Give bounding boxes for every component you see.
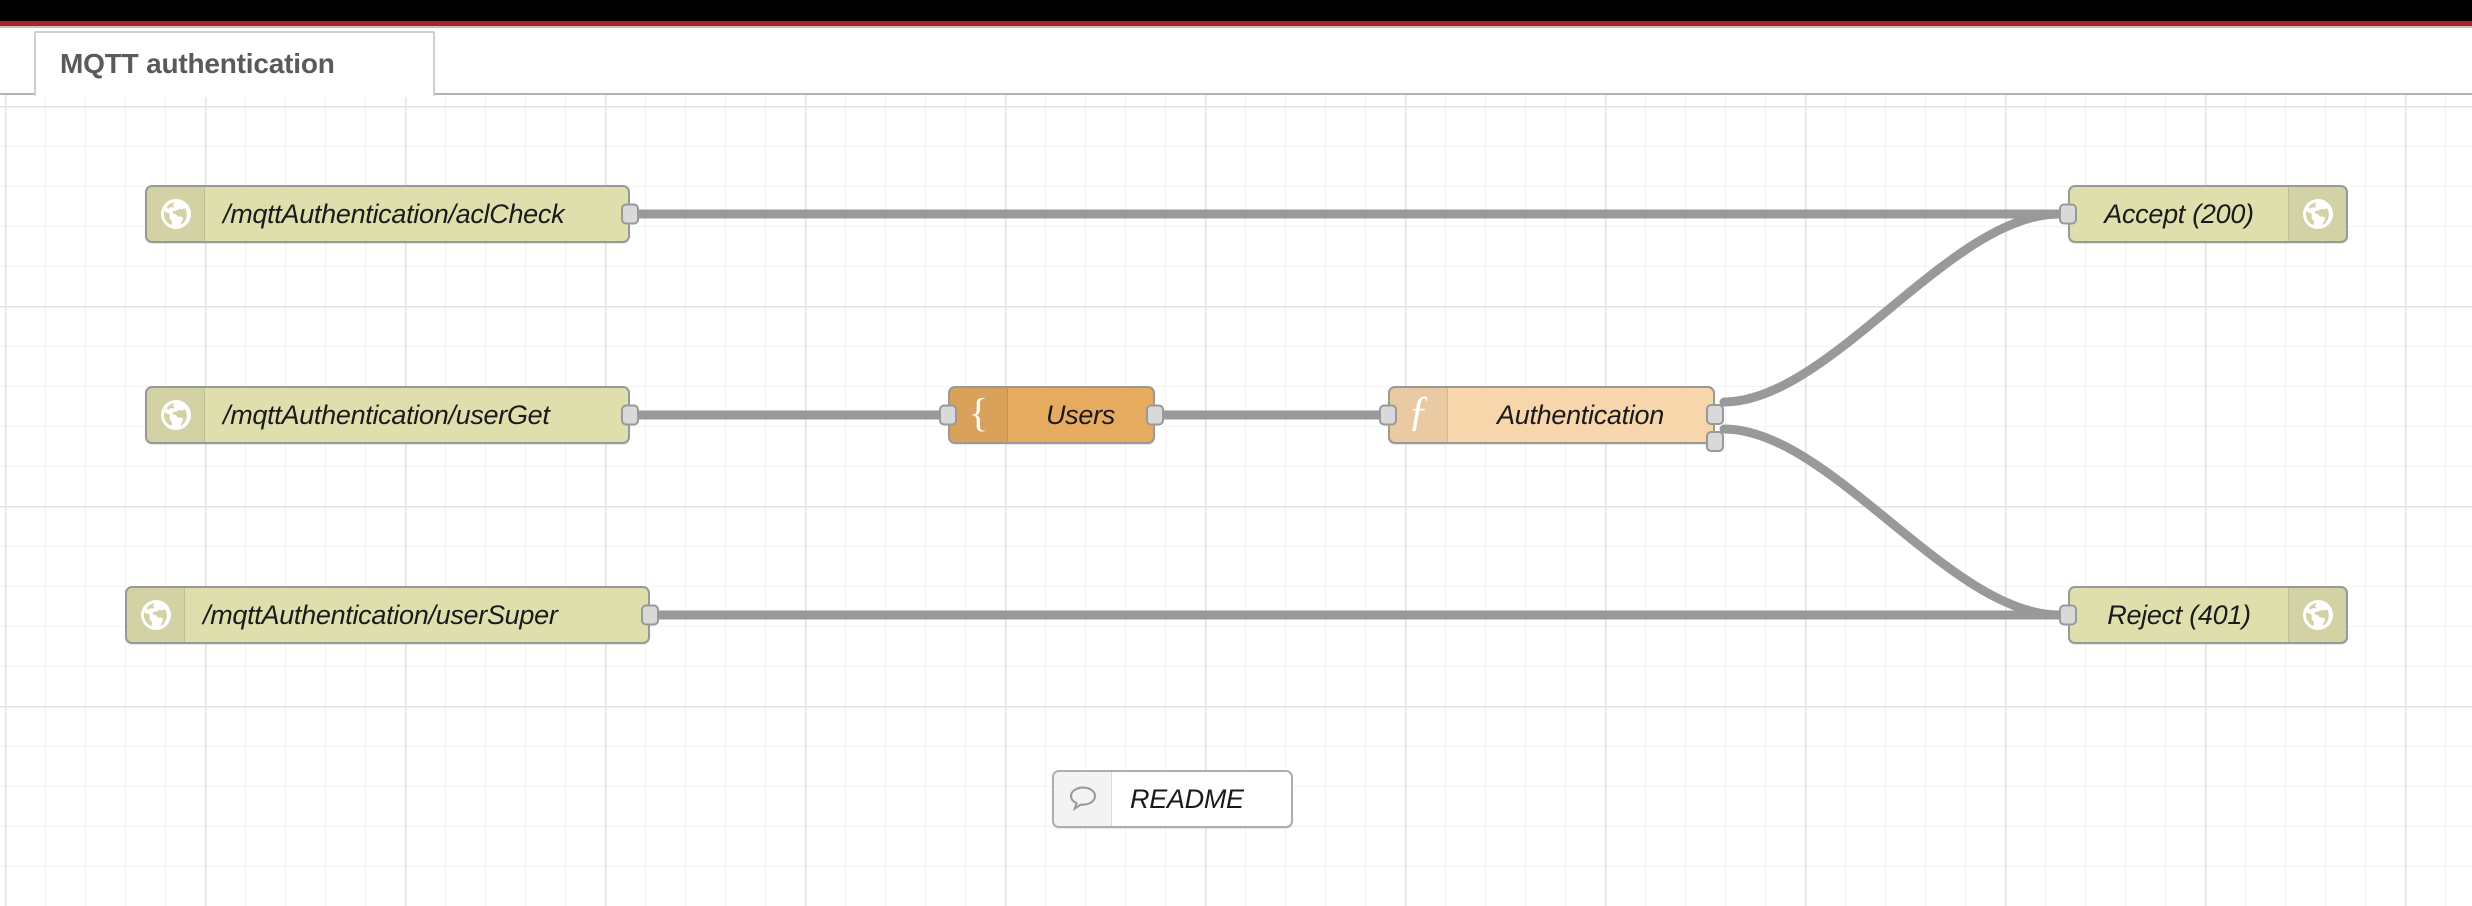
node-label: /mqttAuthentication/userGet: [223, 399, 550, 430]
node-label: Reject (401): [2107, 599, 2251, 630]
globe-icon: [2288, 187, 2346, 241]
wire-authentication-to-reject[interactable]: [1719, 424, 2064, 620]
node-input-port[interactable]: [939, 404, 957, 426]
node-comment-readme[interactable]: README: [1052, 770, 1293, 828]
node-output-port[interactable]: [621, 203, 639, 225]
node-label: README: [1130, 783, 1244, 814]
node-http-response-accept[interactable]: Accept (200): [2059, 185, 2348, 243]
comment-bubble-icon: [1054, 772, 1112, 826]
flow-canvas[interactable]: /mqttAuthentication/aclCheck /mqttAuthen…: [0, 95, 2472, 906]
node-http-in-aclcheck[interactable]: /mqttAuthentication/aclCheck: [145, 185, 639, 243]
globe-icon: [2288, 588, 2346, 642]
node-output-port-0[interactable]: [1706, 404, 1724, 425]
node-http-response-reject[interactable]: Reject (401): [2059, 586, 2348, 644]
node-label: /mqttAuthentication/userSuper: [203, 599, 558, 630]
node-input-port[interactable]: [2059, 604, 2077, 626]
node-input-port[interactable]: [1379, 404, 1397, 426]
node-output-port-1[interactable]: [1706, 431, 1724, 452]
globe-icon: [147, 388, 205, 442]
flow-tab-bar: MQTT authentication: [0, 28, 2472, 97]
node-label: /mqttAuthentication/aclCheck: [223, 198, 565, 229]
globe-icon: [127, 588, 185, 642]
brace-icon: {: [950, 388, 1008, 442]
node-input-port[interactable]: [2059, 203, 2077, 225]
node-label: Authentication: [1497, 399, 1664, 430]
node-function-authentication[interactable]: ƒ Authentication: [1379, 386, 1724, 452]
wire-authentication-to-accept[interactable]: [1719, 209, 2064, 407]
node-label: Accept (200): [2104, 198, 2254, 229]
window-titlebar: [0, 0, 2472, 21]
node-output-port[interactable]: [641, 604, 659, 626]
node-label: Users: [1045, 399, 1115, 430]
accent-shadow: [0, 26, 2472, 28]
function-icon: ƒ: [1390, 388, 1448, 442]
wires-layer: [634, 209, 2064, 620]
node-http-in-userget[interactable]: /mqttAuthentication/userGet: [145, 386, 639, 444]
node-output-port[interactable]: [621, 404, 639, 426]
brand-accent-line: [0, 21, 2472, 26]
tab-label: MQTT authentication: [60, 48, 335, 79]
node-json-users[interactable]: { Users: [939, 386, 1164, 444]
globe-icon: [147, 187, 205, 241]
tab-mqtt-authentication[interactable]: MQTT authentication: [34, 31, 435, 97]
node-output-port[interactable]: [1146, 404, 1164, 426]
node-http-in-usersuper[interactable]: /mqttAuthentication/userSuper: [125, 586, 659, 644]
